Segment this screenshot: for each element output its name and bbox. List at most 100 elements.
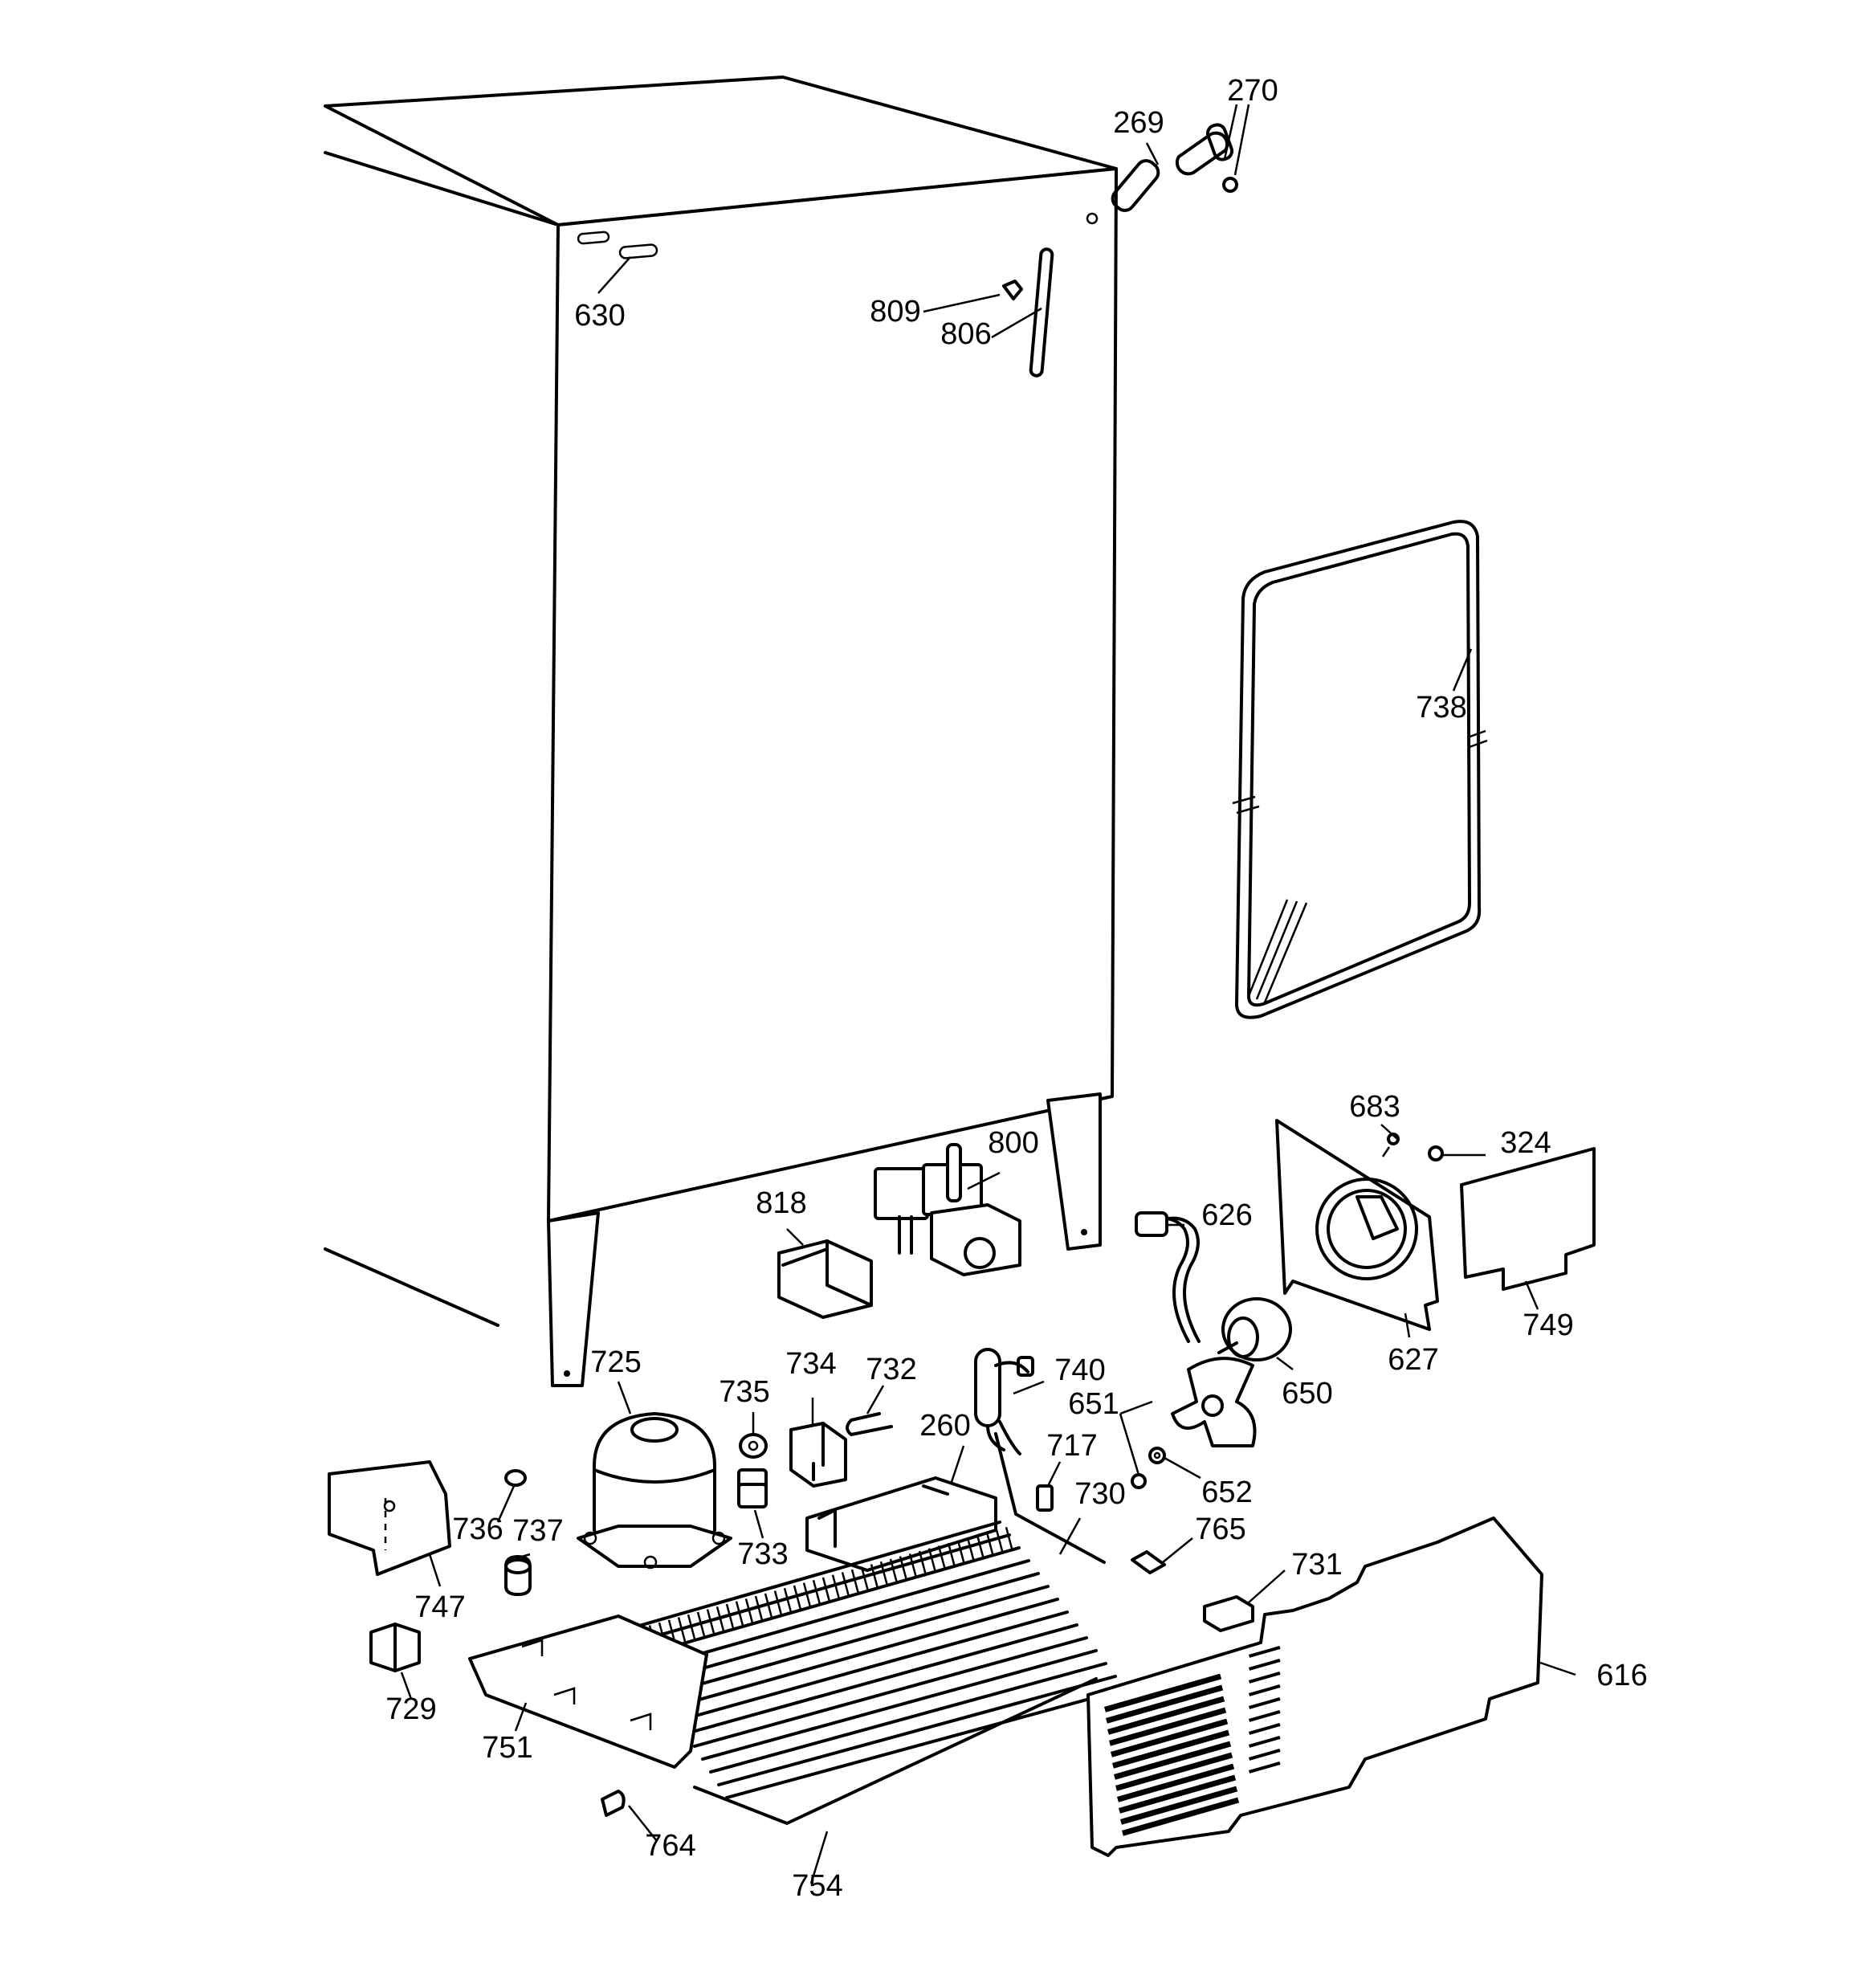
part-627-fan-shroud [1275, 1119, 1439, 1331]
callout-765: 765 [1195, 1512, 1245, 1546]
callout-627: 627 [1388, 1343, 1438, 1377]
coil-fin [793, 1585, 802, 1610]
coil-fin [976, 1534, 985, 1560]
grille-slot [1116, 1763, 1235, 1802]
coil-fin [821, 1577, 831, 1602]
grille-slot [1115, 1752, 1233, 1791]
coil-fin [966, 1537, 976, 1562]
callout-270: 270 [1227, 74, 1278, 108]
grille-slot [1103, 1673, 1222, 1712]
part-730-condenser-coil [621, 1432, 1127, 1799]
grille-slot [1249, 1645, 1281, 1658]
callout-751: 751 [482, 1731, 532, 1765]
part-734-overload [789, 1422, 847, 1488]
coil-fin [908, 1553, 918, 1578]
callout-731: 731 [1291, 1548, 1342, 1582]
callout-729: 729 [385, 1692, 436, 1726]
part-764-clip [601, 1790, 626, 1817]
coil-fin [956, 1540, 966, 1565]
callout-818: 818 [756, 1186, 806, 1220]
leader-lines [400, 104, 1576, 1884]
grille-slot [1249, 1671, 1281, 1684]
callout-737: 737 [512, 1514, 563, 1548]
part-260-drain-pan [805, 1476, 997, 1572]
callout-260: 260 [919, 1409, 970, 1443]
coil-fin [744, 1598, 754, 1623]
coil-tube [621, 1521, 1001, 1632]
callout-734: 734 [785, 1347, 836, 1381]
callout-650: 650 [1282, 1377, 1332, 1410]
part-754-base-plate [693, 1677, 1098, 1825]
coil-fin [696, 1611, 706, 1637]
coil-tube [677, 1610, 1069, 1722]
part-818-bracket [777, 1239, 873, 1319]
callout-806: 806 [940, 317, 991, 351]
coil-tube [693, 1636, 1088, 1748]
callout-764: 764 [645, 1829, 695, 1863]
part-740-sensor [974, 1348, 1034, 1455]
callout-738: 738 [1416, 691, 1466, 725]
part-733-relay [737, 1468, 768, 1508]
part-652-washer [1148, 1447, 1166, 1464]
part-735-grommet [739, 1433, 768, 1459]
coil-fin [725, 1603, 735, 1629]
grille-slot [1248, 1761, 1281, 1774]
part-729-capacitor [369, 1623, 421, 1672]
callout-269: 269 [1113, 106, 1164, 140]
callout-736: 736 [452, 1512, 503, 1546]
part-626-power-cord [1135, 1211, 1201, 1343]
coil-fin [841, 1572, 850, 1597]
part-651-fan-blade [1171, 1357, 1257, 1447]
part-732-clip [846, 1412, 893, 1436]
grille-slot [1109, 1707, 1227, 1746]
grille-slot [1248, 1658, 1281, 1671]
callout-labels: 269 270 630 809 806 738 683 324 800 818 … [385, 74, 1647, 1903]
coil-tube [637, 1546, 1021, 1658]
callout-749: 749 [1523, 1308, 1573, 1342]
callout-732: 732 [866, 1353, 916, 1386]
grille-slot [1248, 1709, 1281, 1722]
callout-683: 683 [1349, 1090, 1400, 1124]
callout-630: 630 [574, 299, 625, 333]
part-725-compressor [577, 1412, 732, 1570]
coil-fin [889, 1558, 899, 1584]
coil-fin [985, 1532, 995, 1557]
part-731-bracket [1203, 1595, 1254, 1632]
part-651-nut [1131, 1473, 1147, 1489]
coil-fin [677, 1617, 687, 1642]
coil-fin [860, 1566, 870, 1592]
coil-fin [754, 1595, 764, 1621]
callout-717: 717 [1046, 1429, 1097, 1463]
part-737-bushing [504, 1555, 532, 1596]
callout-733: 733 [737, 1537, 788, 1571]
coil-fin [715, 1606, 725, 1631]
grille-slot [1122, 1797, 1240, 1836]
coil-fin [687, 1614, 696, 1639]
coil-tube [629, 1533, 1011, 1645]
callout-754: 754 [792, 1869, 842, 1903]
coil-fin [995, 1529, 1005, 1554]
part-269-tube [1111, 159, 1160, 212]
part-630-plugs [577, 231, 658, 259]
callout-800: 800 [988, 1126, 1038, 1160]
coil-fin [937, 1545, 947, 1570]
part-809-clip [1002, 280, 1023, 300]
part-324-screw [1428, 1145, 1444, 1161]
grille-slot [1249, 1696, 1281, 1709]
coil-fin [706, 1609, 715, 1634]
refrigerator-cabinet [324, 76, 1118, 1387]
coil-tube [725, 1688, 1127, 1799]
grille-slot [1111, 1729, 1230, 1769]
part-738-heater-loop [1232, 520, 1488, 1019]
callout-324: 324 [1500, 1126, 1551, 1160]
grille-slot [1106, 1684, 1224, 1724]
part-736-grommet [504, 1469, 527, 1487]
grille-slot [1107, 1696, 1225, 1735]
coil-tube [661, 1585, 1050, 1696]
coil-fin [735, 1601, 744, 1627]
coil-fin [1005, 1526, 1014, 1552]
grille-slot [1119, 1786, 1238, 1825]
coil-tube [685, 1623, 1078, 1735]
coil-tube [709, 1662, 1107, 1774]
